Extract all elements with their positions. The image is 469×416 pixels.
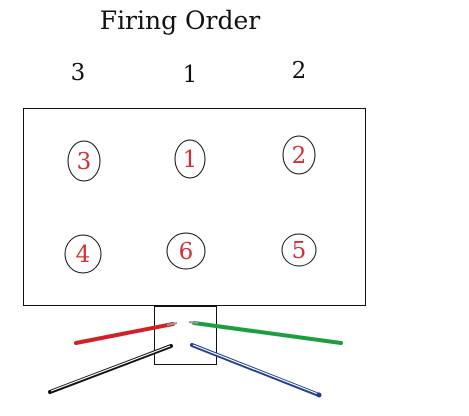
- cylinder-label: 4: [76, 242, 91, 268]
- diagram-title: Firing Order: [100, 6, 261, 35]
- cylinder-circle: [67, 140, 101, 182]
- cylinder-circle: [174, 139, 206, 179]
- cylinder-2: 2: [282, 135, 316, 175]
- cylinder-circle: [64, 234, 102, 274]
- cylinder-label: 3: [77, 149, 92, 175]
- cylinder-circle: [281, 233, 317, 267]
- wire-green: [188, 321, 343, 345]
- cylinder-4: 4: [64, 234, 102, 274]
- column-label-center: 1: [183, 62, 198, 88]
- connector-box: [154, 306, 217, 365]
- cylinder-1: 1: [174, 139, 206, 179]
- cylinder-6: 6: [166, 232, 206, 270]
- column-label-right: 2: [292, 58, 307, 84]
- cylinder-circle: [166, 232, 206, 270]
- cylinder-label: 1: [183, 147, 198, 173]
- cylinder-label: 2: [292, 143, 307, 169]
- cylinder-5: 5: [281, 233, 317, 267]
- wire-blue: [190, 343, 322, 398]
- cylinder-circle: [282, 135, 316, 175]
- wire-black: [48, 344, 173, 394]
- cylinder-label: 5: [292, 238, 307, 264]
- column-label-left: 3: [71, 60, 86, 86]
- cylinder-label: 6: [179, 239, 194, 265]
- wire-red: [74, 322, 178, 345]
- engine-block: [23, 108, 366, 306]
- cylinder-3: 3: [67, 140, 101, 182]
